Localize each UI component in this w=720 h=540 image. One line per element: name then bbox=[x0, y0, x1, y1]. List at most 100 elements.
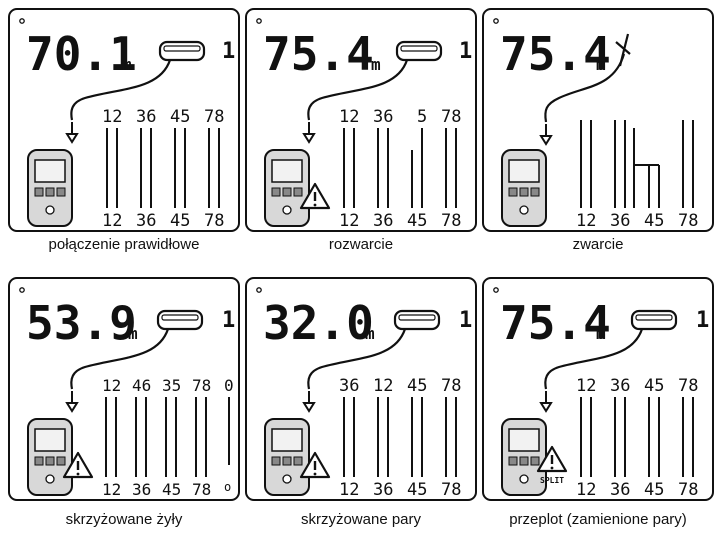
cable-test-panel-short: 75.4 m 12 36 45 78 bbox=[482, 8, 714, 232]
channel-number: 1 bbox=[222, 308, 235, 333]
tester-device-icon bbox=[264, 149, 310, 227]
panel-6-lcd: 75.4 m 1 SPLIT 12 36 45 78 bbox=[493, 287, 709, 500]
top-label: 12 bbox=[339, 107, 359, 127]
top-label: 45 bbox=[170, 107, 190, 127]
wire-map-lines bbox=[106, 128, 220, 208]
cable-plug-icon bbox=[65, 391, 79, 413]
bottom-label: 45 bbox=[644, 211, 664, 231]
bottom-label: 36 bbox=[136, 211, 156, 231]
wire-map-top-labels: 12 36 45 78 bbox=[102, 107, 224, 127]
length-unit: m bbox=[596, 324, 606, 343]
channel-number: 1 bbox=[696, 308, 709, 333]
bottom-label: 45 bbox=[170, 211, 190, 231]
status-indicator-icon bbox=[493, 287, 499, 293]
panel-caption: rozwarcie bbox=[328, 236, 394, 253]
remote-unit-icon bbox=[158, 40, 206, 62]
bottom-label: 36 bbox=[610, 480, 630, 500]
top-label: 45 bbox=[644, 376, 664, 396]
top-label: 12 bbox=[576, 376, 596, 396]
status-indicator-icon bbox=[493, 18, 499, 24]
wire-map-bottom-labels: 12 36 45 78 bbox=[576, 480, 698, 500]
wire-map-bottom-labels: 12 36 45 78 bbox=[102, 211, 224, 231]
bottom-label: 78 bbox=[441, 480, 461, 500]
top-label: 36 bbox=[610, 376, 630, 396]
tester-device-icon bbox=[501, 418, 547, 496]
warning-triangle-icon bbox=[62, 451, 94, 479]
top-label: 36 bbox=[136, 107, 156, 127]
top-label: 78 bbox=[204, 107, 224, 127]
bottom-label: 45 bbox=[162, 480, 181, 499]
cable-test-panel-split-pairs: 75.4 m 1 SPLIT 12 36 45 78 bbox=[482, 277, 714, 501]
top-label: 78 bbox=[441, 376, 461, 396]
cable-line bbox=[307, 59, 409, 121]
bottom-label: 12 bbox=[339, 480, 359, 500]
panel-4-lcd: 53.9 m 1 12 46 35 78 0 bbox=[19, 287, 235, 499]
channel-number: 1 bbox=[222, 39, 235, 64]
top-label: 78 bbox=[441, 107, 461, 127]
wire-map-lines bbox=[343, 397, 457, 477]
top-label: 35 bbox=[162, 376, 181, 395]
bottom-label: 12 bbox=[576, 480, 596, 500]
wire-map-lines bbox=[343, 128, 457, 208]
channel-number: 1 bbox=[459, 39, 472, 64]
warning-triangle-icon bbox=[299, 182, 331, 210]
cable-test-panel-crossed-pairs: 32.0 m 1 36 12 45 78 bbox=[245, 277, 477, 501]
cable-plug-icon bbox=[302, 122, 316, 144]
wire-map-top-labels: 36 12 45 78 bbox=[339, 376, 461, 396]
bottom-label: 36 bbox=[373, 480, 393, 500]
length-unit: m bbox=[365, 324, 375, 343]
tester-device-icon bbox=[27, 149, 73, 227]
warning-triangle-icon bbox=[536, 445, 568, 473]
cable-plug-icon bbox=[65, 122, 79, 144]
wire-map-top-labels: 12 46 35 78 0 bbox=[102, 376, 234, 395]
wire-map-lines bbox=[105, 397, 230, 477]
remote-unit-icon bbox=[156, 309, 204, 331]
bottom-label: 12 bbox=[102, 211, 122, 231]
cable-line bbox=[544, 53, 626, 123]
length-unit: m bbox=[596, 55, 606, 74]
remote-unit-icon bbox=[395, 40, 443, 62]
bottom-label: o bbox=[224, 480, 231, 494]
wire-map-lines bbox=[580, 397, 694, 477]
wire-map-lines bbox=[580, 120, 694, 208]
remote-unit-icon bbox=[630, 309, 678, 331]
status-indicator-icon bbox=[256, 18, 262, 24]
bottom-label: 78 bbox=[204, 211, 224, 231]
cable-line bbox=[307, 328, 407, 390]
cable-line bbox=[70, 59, 172, 121]
tester-device-icon bbox=[264, 418, 310, 496]
cable-test-panel-wiremap-ok: 70.1 m 1 12 36 45 78 12 36 bbox=[8, 8, 240, 232]
bottom-label: 78 bbox=[441, 211, 461, 231]
top-label: 5 bbox=[417, 107, 427, 127]
length-reading: 75.4 bbox=[263, 27, 374, 81]
length-reading: 75.4 bbox=[500, 27, 611, 81]
bottom-label: 78 bbox=[678, 480, 698, 500]
wire-map-bottom-labels: 12 36 45 78 bbox=[339, 480, 461, 500]
cable-test-panel-open: 75.4 m 1 12 36 5 78 bbox=[245, 8, 477, 232]
cable-test-panel-crossed-wires: 53.9 m 1 12 46 35 78 0 bbox=[8, 277, 240, 501]
panel-2-lcd: 75.4 m 1 12 36 5 78 bbox=[256, 18, 472, 231]
top-label: 12 bbox=[102, 376, 121, 395]
status-indicator-icon bbox=[19, 18, 25, 24]
length-reading: 75.4 bbox=[500, 296, 611, 350]
top-label: 36 bbox=[373, 107, 393, 127]
cable-line bbox=[544, 328, 644, 390]
status-indicator-icon bbox=[19, 287, 25, 293]
top-label: 0 bbox=[224, 376, 234, 395]
wire-map-top-labels: 12 36 5 78 bbox=[339, 107, 461, 127]
panel-3-lcd: 75.4 m 12 36 45 78 bbox=[493, 18, 698, 231]
cable-line bbox=[70, 328, 170, 390]
bottom-label: 36 bbox=[373, 211, 393, 231]
status-indicator-icon bbox=[256, 287, 262, 293]
channel-number: 1 bbox=[459, 308, 472, 333]
top-label: 78 bbox=[192, 376, 211, 395]
top-label: 12 bbox=[102, 107, 122, 127]
panel-5-lcd: 32.0 m 1 36 12 45 78 bbox=[256, 287, 472, 500]
cable-plug-icon bbox=[539, 391, 553, 413]
bottom-label: 36 bbox=[610, 211, 630, 231]
cable-plug-icon bbox=[302, 391, 316, 413]
length-reading: 53.9 bbox=[26, 296, 137, 350]
wire-map-top-labels: 12 36 45 78 bbox=[576, 376, 698, 396]
length-unit: m bbox=[371, 55, 381, 74]
bottom-label: 78 bbox=[192, 480, 211, 499]
